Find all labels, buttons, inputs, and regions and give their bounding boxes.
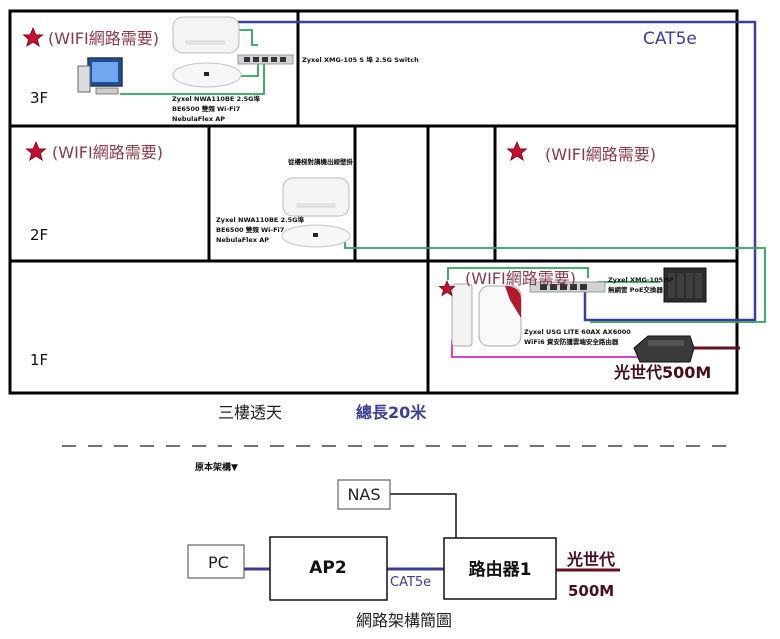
floor-label-2f: 2F [30, 226, 48, 244]
cat5e-cable [238, 20, 757, 322]
switch-3f [237, 54, 294, 65]
original-isp-speed: 500M [568, 582, 614, 600]
original-isp-name: 光世代 [566, 550, 615, 569]
original-heading: 原本架構▼ [195, 461, 238, 473]
modem-1f [633, 335, 695, 363]
lan-1f-switch-router [447, 267, 589, 280]
wifi-needed-2f-right: (WIFI網路需要) [545, 145, 656, 164]
star-icon-3f [22, 26, 44, 48]
switch-1f [529, 281, 606, 293]
switch-1f-label-line1: Zyxel XMG-105HP [608, 276, 674, 284]
ap-2f-label-line1: Zyxel NWA110BE 2.5G埠 [216, 215, 304, 224]
lan-3f-ap-switch [238, 29, 258, 46]
nas-1f [663, 267, 707, 303]
star-icon-2f-right [506, 140, 528, 162]
ap-3f-bottom [172, 62, 242, 88]
isp-label-house: 光世代500M [613, 363, 711, 382]
wifi-needed-3f: (WIFI網路需要) [48, 29, 159, 48]
house-walls [8, 9, 739, 395]
house-type-label: 三樓透天 [218, 403, 282, 422]
floor-label-1f: 1F [30, 351, 48, 369]
router-1f-label-line2: WiFi6 資安防護雲端安全路由器 [524, 337, 619, 346]
star-icon-2f-left [25, 140, 47, 162]
original-cat5e-label: CAT5e [390, 575, 431, 590]
ap-2f-label-line2: BE6500 雙頻 Wi-Fi7 [216, 225, 284, 234]
switch-1f-label-line2: 無網管 PoE交換器 [608, 285, 663, 294]
ap-2f-note: 從樓梯對講機出線壁掛 [287, 157, 354, 166]
ap-3f-label-line1: Zyxel NWA110BE 2.5G埠 [172, 94, 260, 103]
pc-box [187, 544, 245, 579]
star-icon-1f [438, 279, 456, 297]
nas-router-cable [390, 493, 457, 538]
ap-3f-top [172, 16, 240, 54]
router1-box [443, 537, 557, 600]
wifi-needed-2f-left: (WIFI網路需要) [52, 143, 163, 162]
house-outline [8, 9, 739, 395]
lan-3f-pc-switch [120, 62, 265, 95]
original-caption: 網路架構簡圖 [356, 611, 452, 630]
nas-label: NAS [347, 485, 380, 504]
router-1f-label-line1: Zyxel USG LITE 60AX AX6000 [524, 328, 631, 336]
floor-label-3f: 3F [30, 89, 48, 107]
wifi-stars [22, 26, 528, 297]
pc-label: PC [208, 553, 229, 572]
router1-label: 路由器1 [469, 559, 532, 580]
router-1f [451, 283, 522, 347]
ap-3f-label-line2: BE6500 雙頻 Wi-Fi7 [172, 104, 240, 113]
pc-icon [77, 57, 123, 95]
original-cables [244, 493, 620, 572]
nas-box [337, 479, 391, 510]
wifi-needed-1f: (WIFI網路需要) [465, 269, 576, 288]
ap-2f [281, 177, 351, 248]
pink-router-modem [451, 340, 640, 358]
ap2-box [269, 536, 388, 601]
cat5e-label: CAT5e [643, 29, 697, 49]
ap-2f-label-line3: NebulaFlex AP [216, 236, 269, 244]
ap-3f-label-line3: NebulaFlex AP [172, 115, 225, 123]
total-length-label: 總長20米 [356, 403, 427, 422]
switch-3f-label: Zyxel XMG-105 S 埠 2.5G Switch [302, 55, 419, 64]
ap2-label: AP2 [309, 558, 346, 578]
